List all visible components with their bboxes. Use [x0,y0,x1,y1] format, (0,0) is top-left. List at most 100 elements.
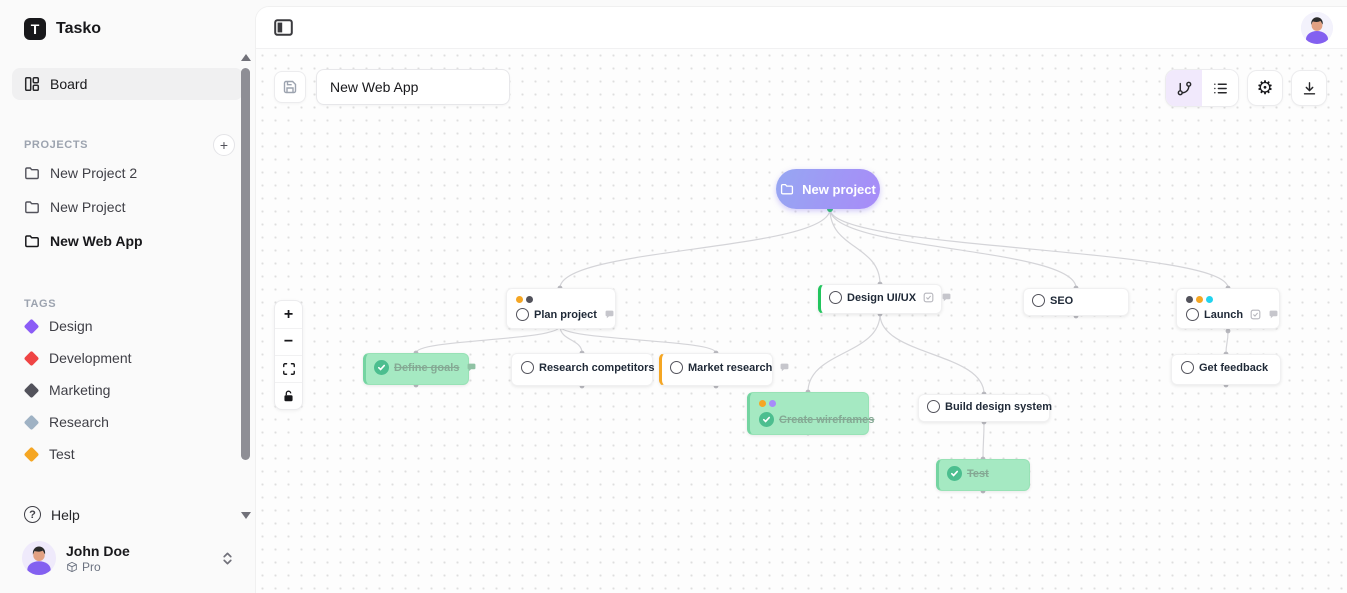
list-view-button[interactable] [1202,70,1238,106]
task-checkbox-checked[interactable] [759,412,774,427]
tag-dot [769,400,776,407]
tag-color-icon [23,318,40,334]
task-checkbox[interactable] [927,400,940,413]
sidebar-scrollbar[interactable] [240,54,251,524]
lock-icon [284,390,293,402]
node-label: Design UI/UX [847,291,917,304]
edges-layer [413,206,1231,494]
view-toggle [1165,69,1239,107]
project-title-input[interactable] [316,69,510,105]
sidebar-item-tag[interactable]: Research [0,406,255,438]
help-button[interactable]: ? Help [0,496,255,533]
plan-icon [67,561,77,572]
tag-dot [1186,296,1193,303]
node-label: Launch [1204,308,1244,321]
tag-color-icon [23,382,40,398]
node-task[interactable]: Market research [659,353,789,386]
scroll-down-arrow[interactable] [241,512,251,519]
mindmap-view-button[interactable] [1166,70,1202,106]
zoom-out-button[interactable]: − [275,328,302,355]
list-view-icon [1213,83,1227,93]
mindmap-canvas[interactable]: ⚙ + − New project Plan proj [256,49,1347,593]
tag-dot [516,296,523,303]
node-task[interactable]: Launch [1176,288,1280,329]
sidebar-item-project[interactable]: New Project 2 [0,156,255,190]
node-label: SEO [1050,294,1074,307]
node-task-done[interactable]: Test [936,459,1030,491]
node-label: Get feedback [1199,361,1269,374]
tag-color-icon [23,414,40,430]
project-name: New Project 2 [50,165,138,181]
node-task-done[interactable]: Create wireframes [747,392,874,435]
save-button[interactable] [274,71,306,103]
task-checkbox[interactable] [670,361,683,374]
node-label: Market research [688,361,773,374]
fit-view-icon [282,363,295,375]
zoom-in-button[interactable]: + [275,301,302,328]
user-menu[interactable]: John Doe Pro [0,533,255,583]
task-checkbox[interactable] [1181,361,1194,374]
chevron-updown-icon[interactable] [220,550,235,567]
top-bar [256,7,1347,49]
sidebar-item-tag[interactable]: Development [0,342,255,374]
task-checkbox[interactable] [516,308,529,321]
node-task[interactable]: Plan project [506,288,616,329]
task-checkbox[interactable] [829,291,842,304]
gear-icon: ⚙ [1256,77,1274,99]
node-task[interactable]: Research competitors [511,353,655,386]
folder-icon [781,183,794,195]
sidebar-item-project[interactable]: New Project [0,190,255,224]
node-label: Create wireframes [779,413,875,426]
folder-icon [25,235,39,248]
board-icon [24,76,40,92]
node-task[interactable]: Get feedback [1171,354,1281,385]
lock-button[interactable] [275,382,302,409]
task-checkbox[interactable] [1032,294,1045,307]
app-logo: T Tasko [0,0,255,54]
save-icon [283,80,297,94]
tag-dot [1196,296,1203,303]
node-root[interactable]: New project [776,169,880,209]
tag-label: Design [49,318,93,334]
board-label: Board [50,76,88,92]
help-label: Help [51,506,80,523]
comment-icon [779,362,790,373]
tag-label: Marketing [49,382,111,398]
app-name: Tasko [56,20,102,37]
sidebar-item-project-active[interactable]: New Web App [0,224,255,258]
task-checkbox[interactable] [1186,308,1199,321]
sidebar-item-board[interactable]: Board [12,68,243,100]
main-panel: ⚙ + − New project Plan proj [255,6,1347,593]
folder-icon [25,167,39,180]
sidebar-item-tag[interactable]: Marketing [0,374,255,406]
node-task[interactable]: SEO [1023,288,1129,316]
canvas-toolbar-right: ⚙ [1165,69,1327,107]
fit-view-button[interactable] [275,355,302,382]
scrollbar-thumb[interactable] [241,68,250,460]
download-icon [1303,81,1315,95]
download-button[interactable] [1291,70,1327,106]
node-task[interactable]: Build design system [918,394,1052,422]
sidebar-item-tag[interactable]: Design [0,310,255,342]
scroll-up-arrow[interactable] [241,54,251,61]
node-task-done[interactable]: Define goals [363,353,476,385]
zoom-controls: + − [274,300,303,410]
node-label: Plan project [534,308,597,321]
node-task[interactable]: Design UI/UX [818,284,951,314]
settings-button[interactable]: ⚙ [1247,70,1283,106]
folder-icon [25,201,39,214]
node-label: Define goals [394,361,460,374]
user-name: John Doe [66,542,130,559]
plan-label: Pro [82,559,101,574]
task-checkbox-checked[interactable] [374,360,389,375]
canvas-toolbar-left [274,69,510,105]
task-checkbox[interactable] [521,361,534,374]
sidebar-toggle-button[interactable] [274,19,293,36]
avatar[interactable] [1301,11,1333,44]
sidebar-item-tag[interactable]: Test [0,438,255,470]
task-checkbox-checked[interactable] [947,466,962,481]
tags-section-title: TAGS [24,298,57,310]
node-label: New project [802,181,876,197]
add-project-button[interactable]: + [213,134,235,156]
node-label: Build design system [945,400,1052,413]
